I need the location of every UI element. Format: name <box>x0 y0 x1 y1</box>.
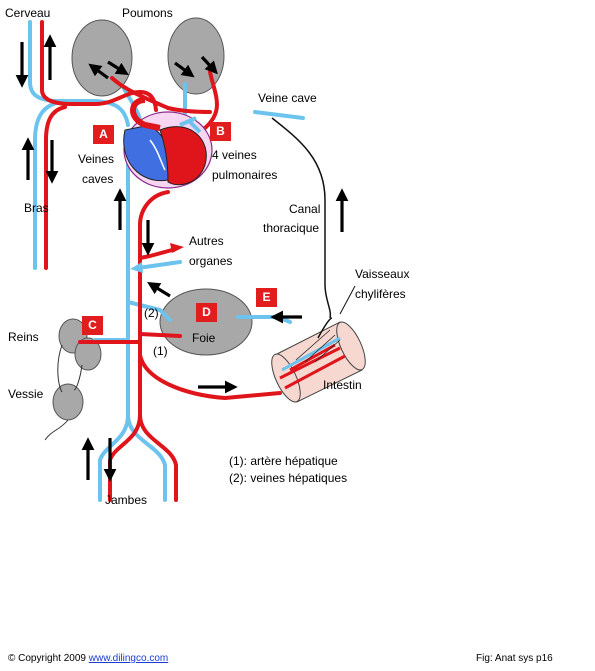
label-organes: organes <box>189 254 233 268</box>
label-vessie: Vessie <box>8 387 44 401</box>
lung-right <box>167 17 225 95</box>
label-canal: Canal <box>289 202 321 216</box>
arrow-lung-left-out <box>107 60 129 76</box>
legend-line-1: (1): artère hépatique <box>229 454 338 468</box>
intestine <box>271 317 366 403</box>
vein-cava-top <box>253 110 305 120</box>
footer-copyright: © Copyright 2009 www.dilingco.com <box>8 653 168 664</box>
arrowhead-blue <box>130 262 143 273</box>
label-reins: Reins <box>8 330 39 344</box>
label-num-1: (1) <box>153 344 168 358</box>
tag-e: E <box>256 288 277 307</box>
artery-leg-right <box>138 413 178 502</box>
vein-inferior-cava <box>98 143 130 502</box>
legend-line-2: (2): veines hépatiques <box>229 471 348 485</box>
artery-pulmonary-left <box>110 76 170 110</box>
label-pulmonaires: pulmonaires <box>212 168 278 182</box>
label-num-2: (2) <box>144 306 159 320</box>
lung-left <box>71 19 133 97</box>
arrow-lung-right-in <box>174 61 195 78</box>
heart <box>123 97 213 189</box>
artery-pulmonary-right <box>166 106 212 114</box>
label-veine-cave: Veine cave <box>258 91 317 105</box>
vein-other-organs <box>136 260 182 270</box>
ureter <box>57 344 63 393</box>
label-veines: Veines <box>78 152 115 166</box>
label-vaisseaux: Vaisseaux <box>355 267 410 281</box>
copyright-text: © Copyright 2009 <box>8 653 89 664</box>
label-chyliferes: chylifères <box>355 287 406 301</box>
artery-brain <box>40 20 97 106</box>
arrowhead-red <box>170 243 184 253</box>
kidney-lower <box>74 337 102 371</box>
label-intestin: Intestin <box>323 378 362 392</box>
label-autres: Autres <box>189 234 224 248</box>
tag-d: D <box>196 303 217 322</box>
liver <box>159 288 253 356</box>
thoracic-duct <box>271 117 332 319</box>
bladder <box>52 383 84 421</box>
pointer-vaisseaux <box>339 285 356 315</box>
tag-a: A <box>93 125 114 144</box>
urethra <box>44 419 69 441</box>
artery-other-organs <box>138 248 174 260</box>
artery-hepatic <box>138 332 182 338</box>
label-foie: Foie <box>192 331 216 345</box>
vein-leg-right <box>126 413 167 502</box>
label-cerveau: Cerveau <box>5 6 51 20</box>
ureter <box>73 364 83 391</box>
label-thoracique: thoracique <box>263 221 320 235</box>
label-4-veines: 4 veines <box>212 148 257 162</box>
tag-c: C <box>82 316 103 335</box>
label-poumons: Poumons <box>122 6 173 20</box>
artery-mesenteric <box>138 353 282 400</box>
footer-fig: Fig: Anat sys p16 <box>476 653 553 664</box>
tag-b: B <box>210 122 231 141</box>
vein-superior-cava <box>93 99 130 127</box>
arrow-lung-left-in <box>88 63 109 80</box>
label-jambes: Jambes <box>105 493 148 507</box>
label-bras: Bras <box>24 201 49 215</box>
dilingco-link[interactable]: www.dilingco.com <box>88 653 169 664</box>
label-caves: caves <box>82 172 114 186</box>
artery-arm <box>44 105 67 270</box>
pulmonary-vein-right <box>188 70 219 134</box>
arrow-lung-right-out <box>200 55 218 75</box>
arrow-liver-out <box>147 281 171 298</box>
